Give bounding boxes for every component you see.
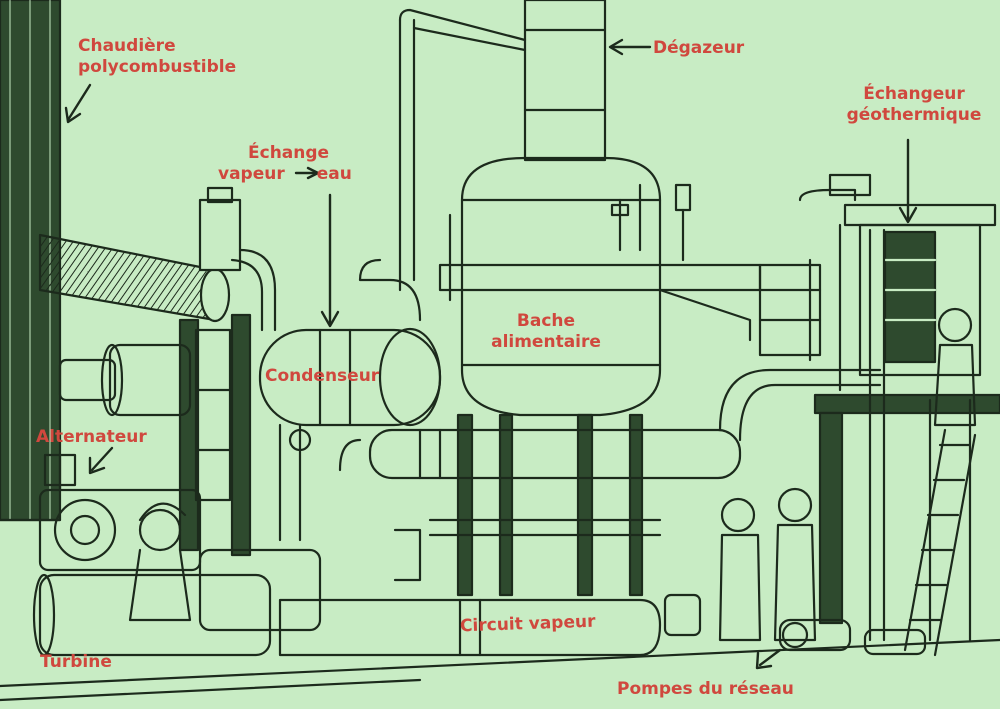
boiler-duct (38, 186, 277, 332)
tank-supports (393, 413, 662, 597)
degasser-column (398, 0, 607, 292)
label-echange-row2: vapeur eau (218, 164, 352, 185)
geothermal-exchanger (758, 173, 997, 392)
vertical-pipes (178, 313, 252, 557)
steam-circuit-pipe (278, 598, 662, 657)
label-turbine: Turbine (40, 652, 112, 672)
feed-tank (438, 156, 762, 417)
label-echangeur-line2: géothermique (846, 105, 982, 125)
turbine-assembly (32, 343, 322, 657)
floor (0, 638, 1000, 702)
label-echange-vapeur: vapeur (218, 164, 285, 184)
label-bache-line2: alimentaire (491, 332, 601, 352)
label-echange-eau: eau (316, 164, 352, 184)
leader-arrows (64, 38, 918, 670)
label-bache: Bache alimentaire (480, 311, 612, 353)
label-condenseur: Condenseur (265, 366, 380, 386)
label-degazeur: Dégazeur (653, 38, 745, 58)
label-chaudiere-line1: Chaudière (78, 36, 176, 56)
label-echangeur: Échangeur géothermique (828, 84, 1000, 126)
feed-pipe (338, 368, 882, 480)
label-echange: Échange (248, 143, 329, 164)
label-alternateur: Alternateur (36, 427, 147, 447)
network-pumps (663, 593, 927, 656)
label-pompes: Pompes du réseau (617, 679, 794, 699)
label-chaudiere-line2: polycombustible (78, 57, 237, 77)
label-chaudiere: Chaudière polycombustible (78, 36, 236, 78)
platform-structure (813, 228, 1000, 657)
condenser-vessel (258, 258, 442, 542)
label-echange-line1: Échange (248, 143, 330, 163)
label-bache-line1: Bache (516, 311, 576, 331)
people-figures (128, 307, 977, 642)
label-echangeur-line1: Échangeur (863, 84, 965, 104)
